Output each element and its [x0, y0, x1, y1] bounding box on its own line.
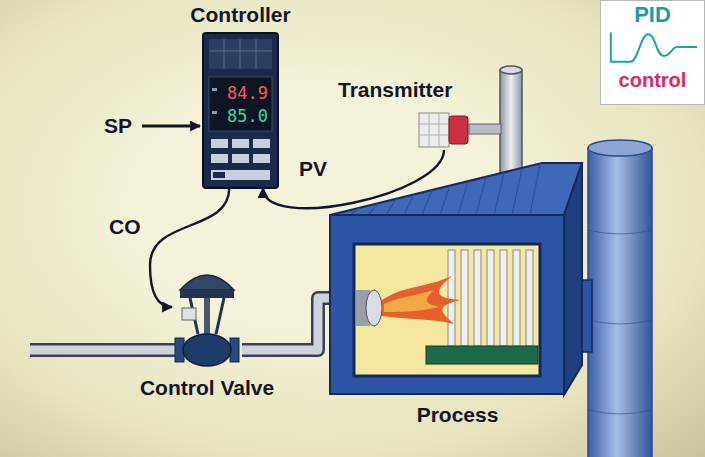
- node-art: [440, 186, 450, 215]
- node-art: [209, 39, 272, 69]
- node-art: [330, 215, 564, 394]
- node-art: [426, 346, 538, 364]
- node-art: [211, 170, 270, 180]
- flue-pipe-top: [500, 66, 522, 74]
- node-art: [182, 308, 196, 320]
- node-art: [419, 113, 449, 147]
- node-art: [203, 33, 278, 188]
- node-art: [487, 250, 494, 346]
- display-value: 84.9: [227, 83, 268, 103]
- logo-title: PID: [634, 2, 671, 28]
- node-art: [212, 111, 217, 114]
- signal-label: SP: [103, 113, 133, 138]
- node-art: [513, 250, 520, 346]
- logo-subtitle: control: [619, 68, 687, 92]
- device-heading: Control Valve: [140, 375, 274, 400]
- inlet-pipe: [30, 343, 180, 357]
- node-art: [448, 250, 455, 346]
- node-art: [204, 298, 210, 334]
- node-art: [418, 110, 470, 150]
- node-art: [366, 290, 382, 326]
- logo-box: PID control: [600, 0, 705, 105]
- connector-line: [242, 298, 330, 350]
- node-art: [461, 250, 468, 346]
- node-art: [449, 116, 468, 144]
- stack-cylinder: [588, 148, 652, 457]
- node-art: [386, 199, 396, 215]
- controller-device: Controller84.985.0: [203, 33, 278, 188]
- node-art: [354, 244, 540, 376]
- stack-top: [588, 140, 652, 156]
- setpoint-arrow: [142, 125, 200, 128]
- inlet-pipe-bore: [30, 346, 180, 355]
- connector-bore: [242, 298, 330, 350]
- node-art: [458, 181, 468, 215]
- stack-bands: [588, 230, 652, 414]
- node-art: [530, 164, 540, 216]
- node-art: [212, 88, 217, 91]
- flue-pipe: [500, 70, 522, 180]
- node-art: [494, 172, 504, 215]
- node-art: [211, 154, 228, 163]
- node-art: [611, 32, 697, 61]
- node-art: [500, 250, 507, 346]
- node-art: [213, 172, 225, 178]
- process-pipe: [242, 298, 330, 350]
- signal-label: CO: [108, 214, 142, 239]
- transmitter-device: Transmitter: [418, 110, 470, 150]
- node-art: [172, 262, 242, 372]
- furnace-process: Process: [330, 160, 585, 395]
- node-art: [232, 139, 249, 148]
- display-value: 85.0: [227, 106, 268, 126]
- node-art: [526, 250, 533, 346]
- node-art: [330, 160, 585, 395]
- node-art: [512, 168, 522, 215]
- node-art: [474, 250, 481, 346]
- node-art: [180, 275, 234, 290]
- node-art: [384, 290, 440, 312]
- signal-label: PV: [298, 156, 328, 181]
- transmitter-stem: [469, 124, 501, 134]
- node-art: [211, 139, 228, 148]
- node-art: [564, 163, 582, 395]
- device-heading: Transmitter: [338, 77, 452, 102]
- node-art: [209, 39, 272, 69]
- node-art: [330, 163, 582, 215]
- node-art: [368, 203, 378, 215]
- node-art: [183, 334, 231, 366]
- node-art: [180, 290, 234, 298]
- device-heading: Process: [417, 402, 499, 427]
- node-art: [422, 190, 432, 215]
- node-art: [419, 113, 449, 147]
- node-art: [350, 208, 360, 215]
- node-art: [476, 177, 486, 215]
- node-art: [382, 276, 460, 324]
- node-art: [404, 194, 414, 215]
- node-art: [253, 139, 270, 148]
- node-art: [209, 77, 272, 131]
- device-heading: Controller: [190, 2, 290, 27]
- control-valve: Control Valve: [172, 262, 242, 372]
- node-art: [253, 154, 270, 163]
- node-art: [232, 154, 249, 163]
